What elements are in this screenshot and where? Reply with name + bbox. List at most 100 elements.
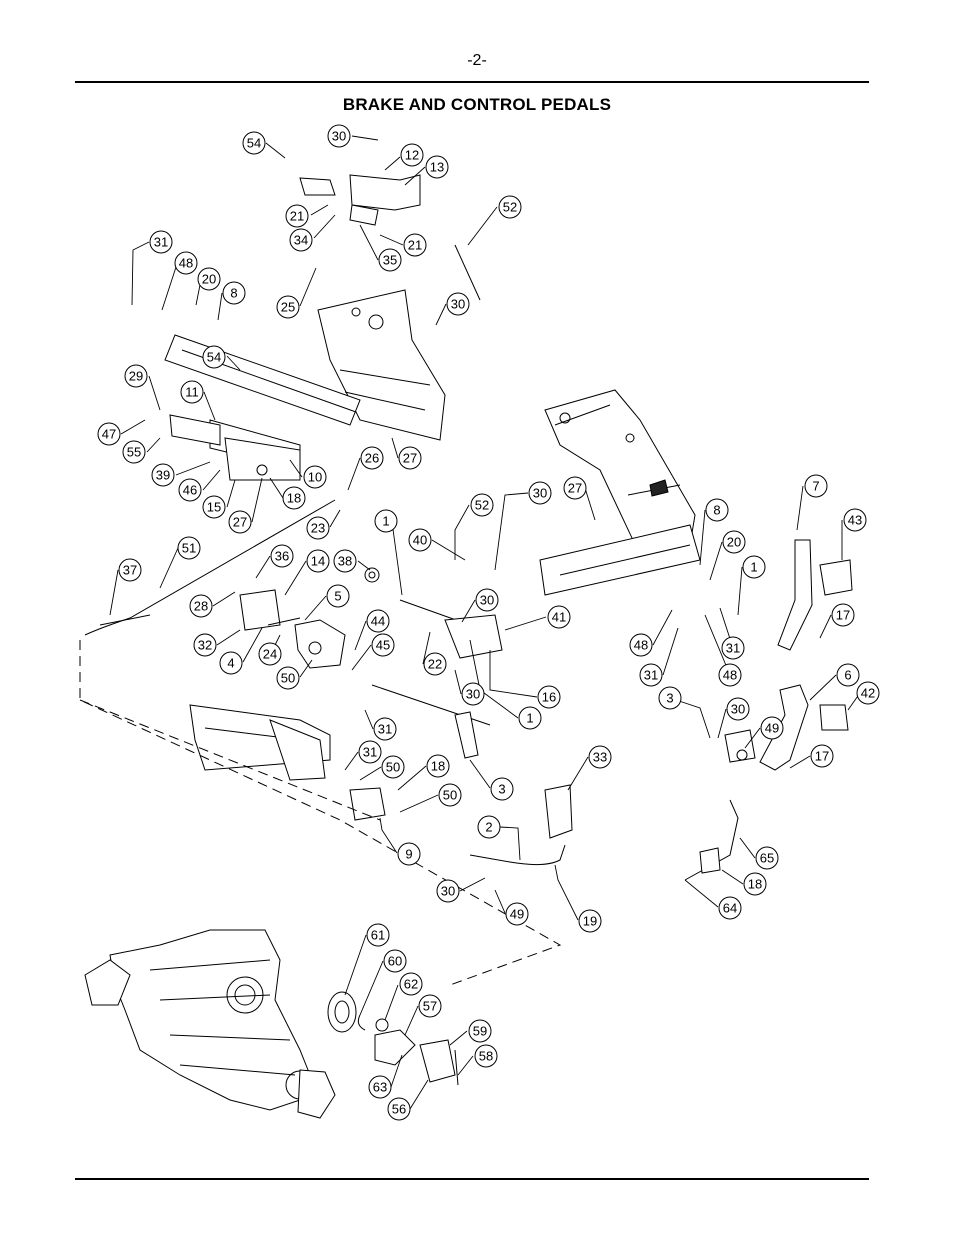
callout: 61 <box>366 923 390 947</box>
svg-text:25: 25 <box>281 300 295 315</box>
callout: 3 <box>658 686 682 710</box>
svg-text:31: 31 <box>363 745 377 760</box>
svg-text:26: 26 <box>365 451 379 466</box>
callout: 15 <box>202 495 226 519</box>
callout: 11 <box>180 380 204 404</box>
callout: 1 <box>742 555 766 579</box>
callout: 31 <box>358 740 382 764</box>
brake-caliper-parts <box>357 1014 459 1086</box>
callout: 54 <box>242 131 266 155</box>
brake-disc-61 <box>327 991 357 1033</box>
rod-64-65 <box>684 799 739 881</box>
svg-text:64: 64 <box>723 901 737 916</box>
callout: 13 <box>425 155 449 179</box>
svg-text:50: 50 <box>443 788 457 803</box>
svg-text:27: 27 <box>233 515 247 530</box>
callout: 30 <box>475 588 499 612</box>
svg-text:21: 21 <box>290 209 304 224</box>
svg-text:31: 31 <box>378 722 392 737</box>
svg-text:17: 17 <box>836 608 850 623</box>
callout: 30 <box>528 481 552 505</box>
svg-text:2: 2 <box>485 820 492 835</box>
svg-text:19: 19 <box>583 914 597 929</box>
svg-text:4: 4 <box>227 656 234 671</box>
callout: 57 <box>418 994 442 1018</box>
svg-text:49: 49 <box>510 907 524 922</box>
callout: 18 <box>743 872 767 896</box>
callout: 4 <box>219 651 243 675</box>
svg-text:18: 18 <box>431 759 445 774</box>
svg-text:10: 10 <box>308 470 322 485</box>
callout: 9 <box>397 842 421 866</box>
callout: 33 <box>588 745 612 769</box>
svg-text:8: 8 <box>713 503 720 518</box>
callout: 30 <box>327 124 351 148</box>
callout: 1 <box>374 509 398 533</box>
svg-text:28: 28 <box>194 599 208 614</box>
svg-text:6: 6 <box>844 668 851 683</box>
callout: 19 <box>578 909 602 933</box>
svg-text:46: 46 <box>183 483 197 498</box>
svg-text:1: 1 <box>526 711 533 726</box>
svg-text:54: 54 <box>247 136 261 151</box>
cam-plate-assembly <box>239 589 346 669</box>
pedal-7-with-pad-43 <box>777 539 853 651</box>
callout: 45 <box>371 633 395 657</box>
svg-text:35: 35 <box>383 253 397 268</box>
svg-text:43: 43 <box>848 513 862 528</box>
callout: 32 <box>193 633 217 657</box>
svg-text:18: 18 <box>748 877 762 892</box>
svg-text:31: 31 <box>726 641 740 656</box>
callout: 30 <box>726 697 750 721</box>
callout: 52 <box>470 493 494 517</box>
svg-text:21: 21 <box>408 238 422 253</box>
svg-text:20: 20 <box>202 272 216 287</box>
svg-text:61: 61 <box>371 928 385 943</box>
callout: 26 <box>360 446 384 470</box>
brake-cable-37-51 <box>84 499 336 636</box>
pedal-mount-bracket <box>169 414 301 481</box>
callout: 6 <box>836 663 860 687</box>
callout: 30 <box>461 682 485 706</box>
svg-text:20: 20 <box>727 535 741 550</box>
frame-bracket-upper <box>317 289 446 441</box>
svg-text:30: 30 <box>451 297 465 312</box>
callout: 8 <box>705 498 729 522</box>
svg-text:27: 27 <box>403 451 417 466</box>
cable-routing-dashed-2 <box>79 699 381 821</box>
callout: 27 <box>228 510 252 534</box>
svg-text:30: 30 <box>441 884 455 899</box>
callout: 5 <box>326 584 350 608</box>
callout: 27 <box>398 446 422 470</box>
callout: 18 <box>426 754 450 778</box>
svg-text:5: 5 <box>334 589 341 604</box>
svg-text:1: 1 <box>382 514 389 529</box>
svg-text:24: 24 <box>263 647 277 662</box>
callout: 52 <box>498 195 522 219</box>
callout: 23 <box>306 516 330 540</box>
svg-text:48: 48 <box>634 638 648 653</box>
svg-text:50: 50 <box>281 671 295 686</box>
callout: 48 <box>629 633 653 657</box>
callout: 40 <box>408 528 432 552</box>
svg-text:52: 52 <box>503 200 517 215</box>
page-number: -2- <box>467 52 487 69</box>
svg-text:39: 39 <box>156 468 170 483</box>
callout: 42 <box>856 681 880 705</box>
footer-rule <box>75 1178 869 1180</box>
svg-text:48: 48 <box>723 668 737 683</box>
callout: 31 <box>149 230 173 254</box>
svg-text:38: 38 <box>338 554 352 569</box>
svg-text:30: 30 <box>533 486 547 501</box>
callout: 3 <box>490 777 514 801</box>
transaxle <box>84 929 336 1119</box>
callout: 58 <box>474 1044 498 1068</box>
callout: 38 <box>333 549 357 573</box>
callout: 39 <box>151 463 175 487</box>
callout: 46 <box>178 478 202 502</box>
callout: 59 <box>468 1019 492 1043</box>
svg-text:33: 33 <box>593 750 607 765</box>
callout: 50 <box>381 755 405 779</box>
callout: 50 <box>438 783 462 807</box>
callout: 35 <box>378 248 402 272</box>
